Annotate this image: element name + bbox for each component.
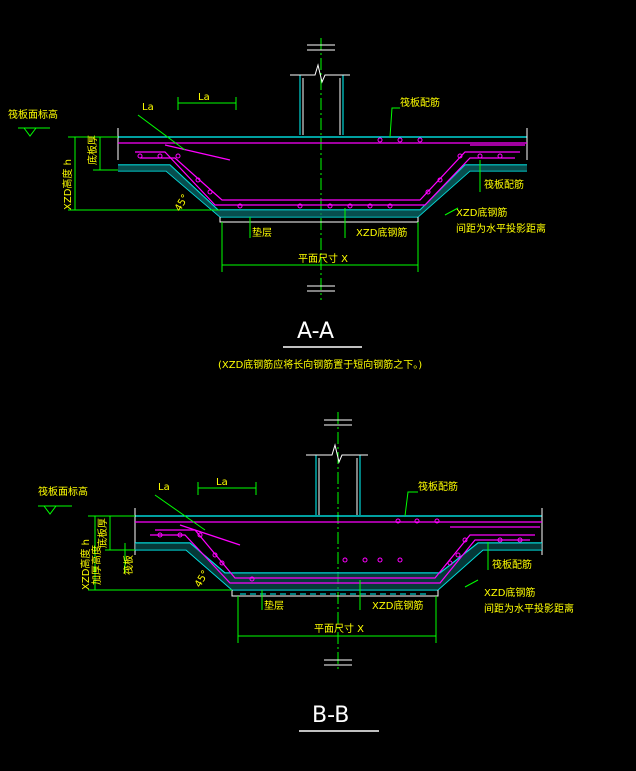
- raft-top-elev-label-a: 筏板面标高: [8, 108, 58, 121]
- xzd-height-label-a: XZD高度 h: [61, 159, 74, 210]
- column-b: [306, 443, 368, 515]
- elevation-marker-b: [38, 505, 72, 515]
- raft-rebar-right-label-a: 筏板配筋: [484, 178, 524, 191]
- raft-top-elev-label-b: 筏板面标高: [38, 485, 88, 498]
- dimensions-b: [88, 482, 489, 643]
- section-title-a: A-A: [297, 319, 334, 344]
- la-big-label-a: La: [198, 92, 210, 103]
- xzd-bottom-bar-label-a: XZD底钢筋: [356, 226, 407, 239]
- raft-rebar-label-a: 筏板配筋: [400, 96, 440, 109]
- plan-size-label-b: 平面尺寸 X: [314, 622, 364, 635]
- rebar-dots-a: [137, 137, 503, 209]
- section-b: 筏板面标高 La La 筏板配筋 筏板配筋 XZD高度 h 底板厚 加厚高度 筏…: [38, 412, 574, 732]
- xzd-bottom-bar-label-b: XZD底钢筋: [372, 599, 423, 612]
- section-title-b: B-B: [312, 703, 349, 728]
- raft-thick-label-b: 底板厚: [96, 518, 109, 548]
- rebar-a: [118, 142, 527, 206]
- cushion-label-a: 垫层: [252, 226, 272, 239]
- dimensions-a: [68, 97, 481, 272]
- la-small-label-b: La: [158, 482, 170, 493]
- section-a: 筏板面标高 La La 筏板配筋 筏板配筋 XZD高度 h 底板厚 45° 垫层…: [8, 38, 546, 371]
- plan-size-label-a: 平面尺寸 X: [298, 252, 348, 265]
- raft-rebar-right-label-b: 筏板配筋: [492, 558, 532, 571]
- spacing-note-label-b: 间距为水平投影距离: [484, 602, 574, 615]
- xzd-thick-label-b: 加厚高度: [90, 545, 103, 585]
- la-big-label-b: La: [216, 477, 228, 488]
- la-small-label-a: La: [142, 102, 154, 113]
- raft-rebar-label-b: 筏板配筋: [418, 480, 458, 493]
- cushion-label-b: 垫层: [264, 599, 284, 612]
- spacing-note-label-a: 间距为水平投影距离: [456, 222, 546, 235]
- rebar-dots-b: [157, 518, 523, 582]
- xzd-bottom-bar-right-label-b: XZD底钢筋: [484, 586, 535, 599]
- raft-thick-label-a: 底板厚: [86, 135, 99, 165]
- xzd-bottom-bar-right-label-a: XZD底钢筋: [456, 206, 507, 219]
- raft-bottom-label-b: 筏板: [122, 555, 135, 575]
- angle-label-b: 45°: [193, 569, 211, 590]
- rebar-b: [135, 521, 542, 584]
- section-note-a: (XZD底钢筋应将长向钢筋置于短向钢筋之下。): [218, 358, 422, 371]
- elevation-marker-a: [18, 127, 50, 137]
- column-a: [290, 63, 350, 135]
- xzd-height-label-b: XZD高度 h: [79, 539, 92, 590]
